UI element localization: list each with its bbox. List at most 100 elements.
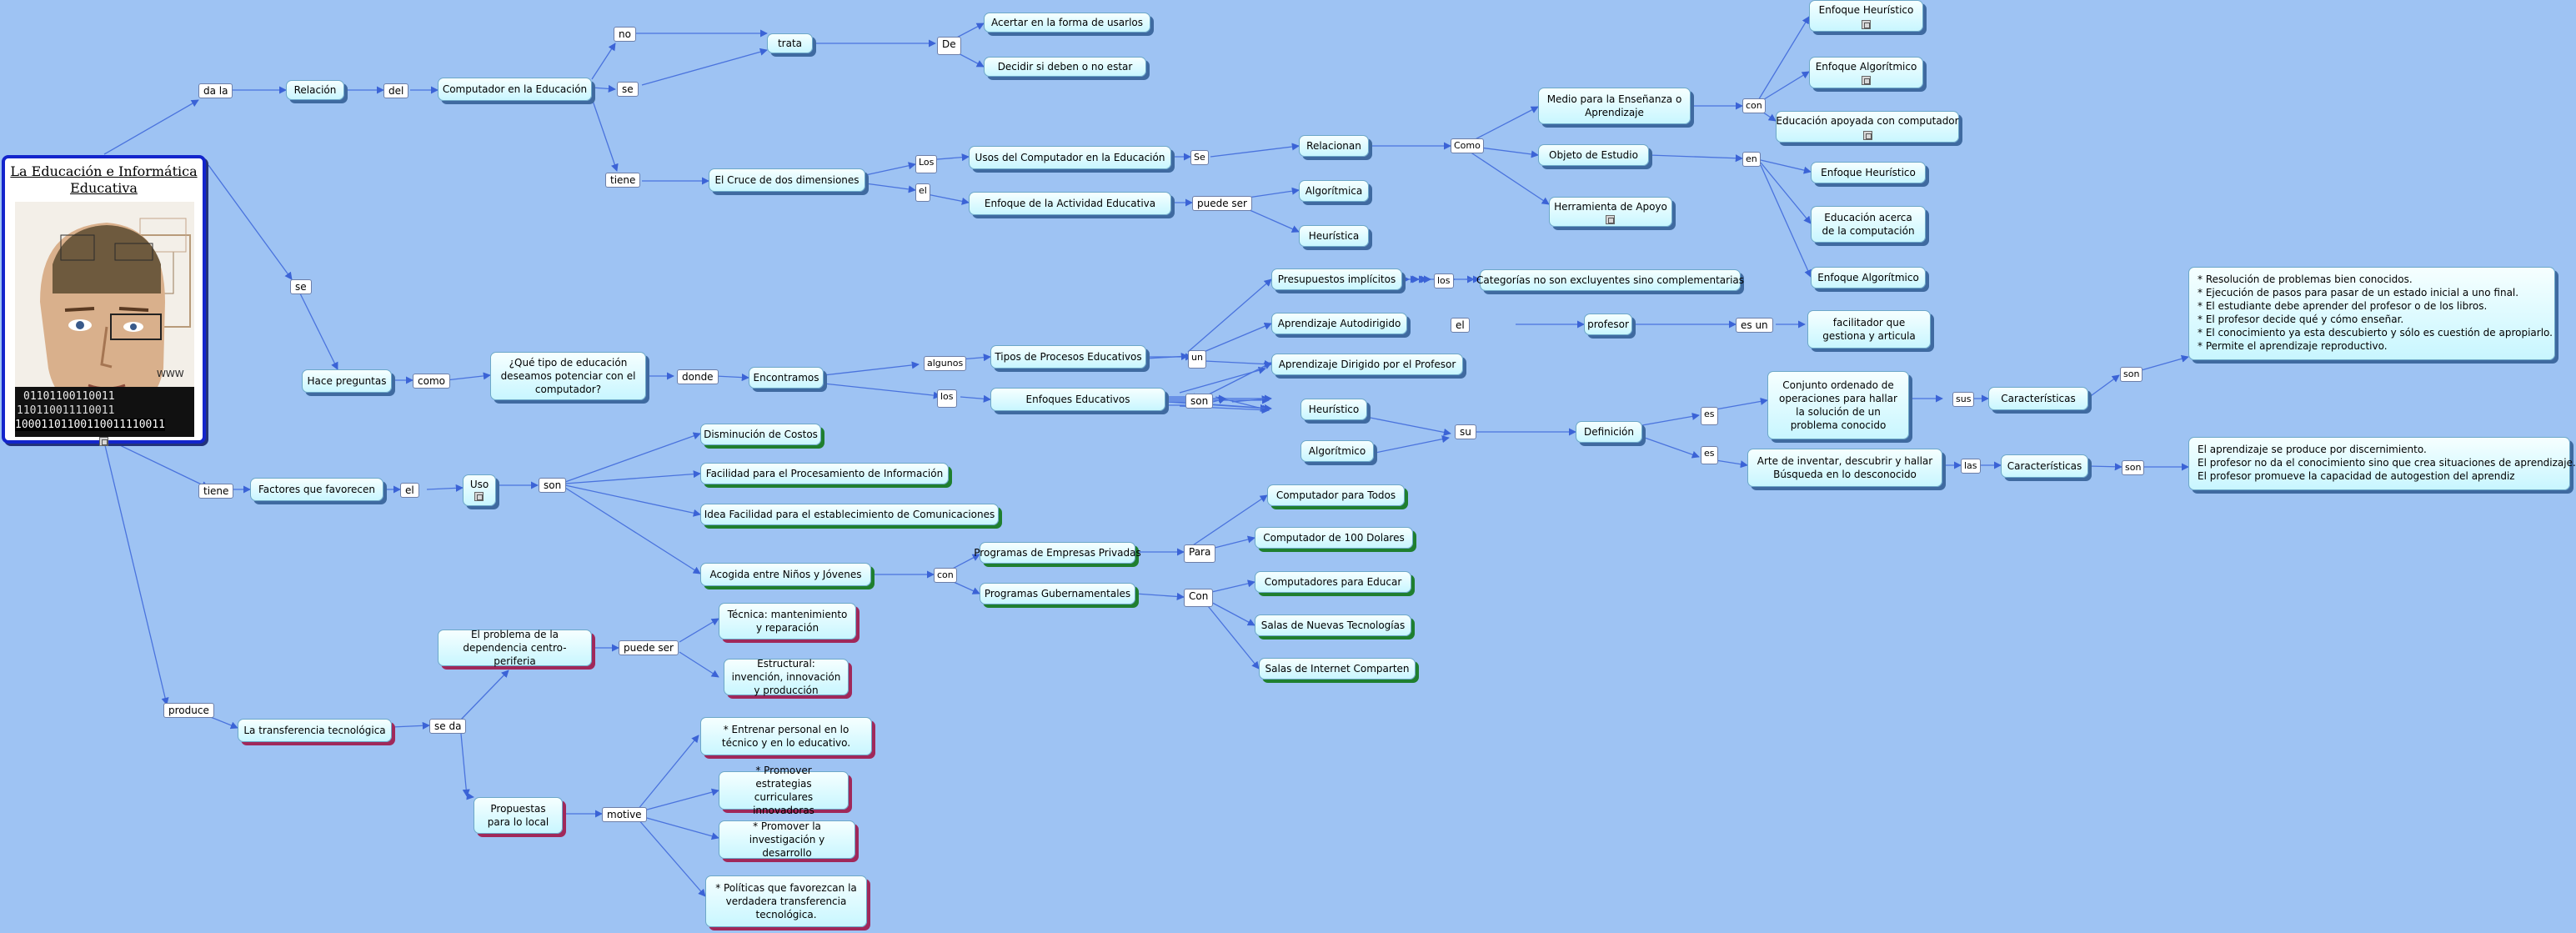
node-enfoque-heuristico-1[interactable]: Enfoque Heurístico xyxy=(1809,0,1923,32)
root-node[interactable]: La Educación e Informática Educativa WWW… xyxy=(2,155,206,444)
node-enfoques-educativos[interactable]: Enfoques Educativos xyxy=(990,388,1165,411)
node-caracteristicas-1[interactable]: Características xyxy=(1988,387,2088,410)
node-relacion[interactable]: Relación xyxy=(286,80,344,100)
document-icon[interactable] xyxy=(99,437,108,446)
link-es-2[interactable]: es xyxy=(1701,446,1718,464)
link-con[interactable]: con xyxy=(1742,98,1766,113)
link-los-3[interactable]: los xyxy=(1434,273,1454,288)
link-se-da[interactable]: se da xyxy=(429,719,467,734)
enfoque-algoritmico-icon[interactable] xyxy=(1862,76,1871,85)
node-conjunto[interactable]: Conjunto ordenado de operaciones para ha… xyxy=(1767,371,1909,439)
node-autodirigido[interactable]: Aprendizaje Autodirigido xyxy=(1271,313,1407,334)
node-programas-privadas[interactable]: Programas de Empresas Privadas xyxy=(974,542,1141,564)
link-es-1[interactable]: es xyxy=(1701,407,1718,425)
node-salas-nuevas[interactable]: Salas de Nuevas Tecnologías xyxy=(1255,614,1411,636)
node-lista-heuristico[interactable]: El aprendizaje se produce por discernimi… xyxy=(2188,437,2576,490)
node-facilidad[interactable]: Facilidad para el Procesamiento de Infor… xyxy=(700,463,949,484)
node-arte[interactable]: Arte de inventar, descubrir y hallar Bús… xyxy=(1747,449,1942,487)
node-algoritmica[interactable]: Algorítmica xyxy=(1299,180,1369,202)
node-categorias[interactable]: Categorías no son excluyentes sino compl… xyxy=(1476,269,1744,291)
node-presupuestos[interactable]: Presupuestos implícitos xyxy=(1271,268,1402,290)
node-lista-algoritmico[interactable]: * Resolución de problemas bien conocidos… xyxy=(2188,267,2555,360)
link-son-3[interactable]: son xyxy=(2122,460,2145,475)
link-para[interactable]: Para xyxy=(1184,544,1216,563)
link-son-4[interactable]: son xyxy=(539,478,567,493)
link-como[interactable]: Como xyxy=(1451,138,1484,153)
link-el-2[interactable]: el xyxy=(1451,318,1470,333)
link-son-2[interactable]: son xyxy=(2120,367,2143,382)
link-es-un[interactable]: es un xyxy=(1736,318,1773,333)
link-no[interactable]: no xyxy=(614,27,636,42)
link-son[interactable]: son xyxy=(1185,394,1214,409)
node-definicion[interactable]: Definición xyxy=(1576,421,1642,443)
enfoque-heuristico-icon[interactable] xyxy=(1862,20,1871,29)
node-tecnica[interactable]: Técnica: mantenimiento y reparación xyxy=(719,603,856,640)
link-da-la[interactable]: da la xyxy=(198,83,233,98)
link-se-relacionan[interactable]: Se xyxy=(1190,150,1209,165)
node-computador[interactable]: Computador en la Educación xyxy=(438,78,592,101)
node-decidir[interactable]: Decidir si deben o no estar xyxy=(984,57,1146,77)
link-tiene-2[interactable]: tiene xyxy=(198,484,234,499)
node-uso[interactable]: Uso xyxy=(463,474,496,506)
node-que-tipo[interactable]: ¿Qué tipo de educación deseamos potencia… xyxy=(490,352,646,400)
node-propuestas[interactable]: Propuestas para lo local xyxy=(474,797,563,834)
link-los-2[interactable]: los xyxy=(937,389,957,408)
link-las[interactable]: las xyxy=(1961,459,1981,474)
node-computador-todos[interactable]: Computador para Todos xyxy=(1267,484,1405,506)
link-sus[interactable]: sus xyxy=(1952,392,1975,407)
node-educacion-acerca[interactable]: Educación acerca de la computación xyxy=(1811,206,1926,243)
link-de[interactable]: De xyxy=(937,37,961,55)
node-politicas[interactable]: * Políticas que favorezcan la verdadera … xyxy=(705,875,867,927)
link-puede-ser[interactable]: puede ser xyxy=(1192,196,1252,211)
link-con-3[interactable]: Con xyxy=(1184,589,1214,607)
node-heuristico-b[interactable]: Heurístico xyxy=(1301,399,1367,420)
node-costos[interactable]: Disminución de Costos xyxy=(700,424,821,445)
node-usos[interactable]: Usos del Computador en la Educación xyxy=(969,146,1171,169)
node-estructural[interactable]: Estructural: invención, innovación y pro… xyxy=(724,658,849,696)
link-el-3[interactable]: el xyxy=(400,483,419,498)
node-enfoque-algoritmico-2[interactable]: Enfoque Algorítmico xyxy=(1811,267,1926,288)
node-medio[interactable]: Medio para la Enseñanza o Aprendizaje xyxy=(1538,88,1691,124)
link-del[interactable]: del xyxy=(383,83,409,98)
link-produce[interactable]: produce xyxy=(163,703,214,718)
node-acogida[interactable]: Acogida entre Niños y Jóvenes xyxy=(700,563,871,586)
link-con-2[interactable]: con xyxy=(934,568,957,583)
node-relacionan[interactable]: Relacionan xyxy=(1299,135,1369,157)
node-profesor[interactable]: profesor xyxy=(1584,314,1632,335)
node-factores[interactable]: Factores que favorecen xyxy=(250,478,383,501)
node-heuristica[interactable]: Heurística xyxy=(1299,225,1369,247)
node-salas-internet[interactable]: Salas de Internet Comparten xyxy=(1259,658,1416,680)
node-computadores-educar[interactable]: Computadores para Educar xyxy=(1255,571,1411,593)
node-cruce[interactable]: El Cruce de dos dimensiones xyxy=(709,168,865,192)
node-promover-investigacion[interactable]: * Promover la investigación y desarrollo xyxy=(719,820,855,859)
link-el[interactable]: el xyxy=(915,183,930,202)
link-puede-ser-2[interactable]: puede ser xyxy=(619,640,679,655)
node-objeto[interactable]: Objeto de Estudio xyxy=(1538,144,1649,166)
link-se-preguntas[interactable]: se xyxy=(290,279,312,294)
node-transferencia[interactable]: La transferencia tecnológica xyxy=(238,719,392,742)
node-caracteristicas-2[interactable]: Características xyxy=(2001,454,2088,478)
node-tipos-procesos[interactable]: Tipos de Procesos Educativos xyxy=(990,345,1146,369)
link-se[interactable]: se xyxy=(617,82,639,97)
node-computador-100[interactable]: Computador de 100 Dolares xyxy=(1255,527,1413,549)
node-encontramos[interactable]: Encontramos xyxy=(749,367,824,389)
node-algoritmico-b[interactable]: Algorítmico xyxy=(1301,440,1374,462)
node-programas-gubernamentales[interactable]: Programas Gubernamentales xyxy=(980,583,1135,604)
link-en[interactable]: en xyxy=(1742,152,1761,167)
link-un[interactable]: un xyxy=(1188,350,1206,369)
node-hace-preguntas[interactable]: Hace preguntas xyxy=(302,369,392,393)
link-los[interactable]: Los xyxy=(915,155,938,173)
node-facilitador[interactable]: facilitador que gestiona y articula xyxy=(1807,310,1931,349)
herramienta-icon[interactable] xyxy=(1606,215,1615,224)
node-enfoque-heuristico-2[interactable]: Enfoque Heurístico xyxy=(1811,162,1926,183)
node-entrenar[interactable]: * Entrenar personal en lo técnico y en l… xyxy=(700,717,872,755)
node-promover-estrategias[interactable]: * Promover estrategias curriculares inno… xyxy=(719,765,849,816)
link-algunos[interactable]: algunos xyxy=(924,356,967,371)
link-tiene[interactable]: tiene xyxy=(605,173,641,188)
link-motive[interactable]: motive xyxy=(602,807,647,822)
node-dirigido[interactable]: Aprendizaje Dirigido por el Profesor xyxy=(1271,354,1463,375)
educacion-apoyada-icon[interactable] xyxy=(1863,131,1872,140)
link-su[interactable]: su xyxy=(1455,424,1476,439)
uso-icon[interactable] xyxy=(474,492,484,501)
node-educacion-apoyada[interactable]: Educación apoyada con computador xyxy=(1776,111,1959,143)
